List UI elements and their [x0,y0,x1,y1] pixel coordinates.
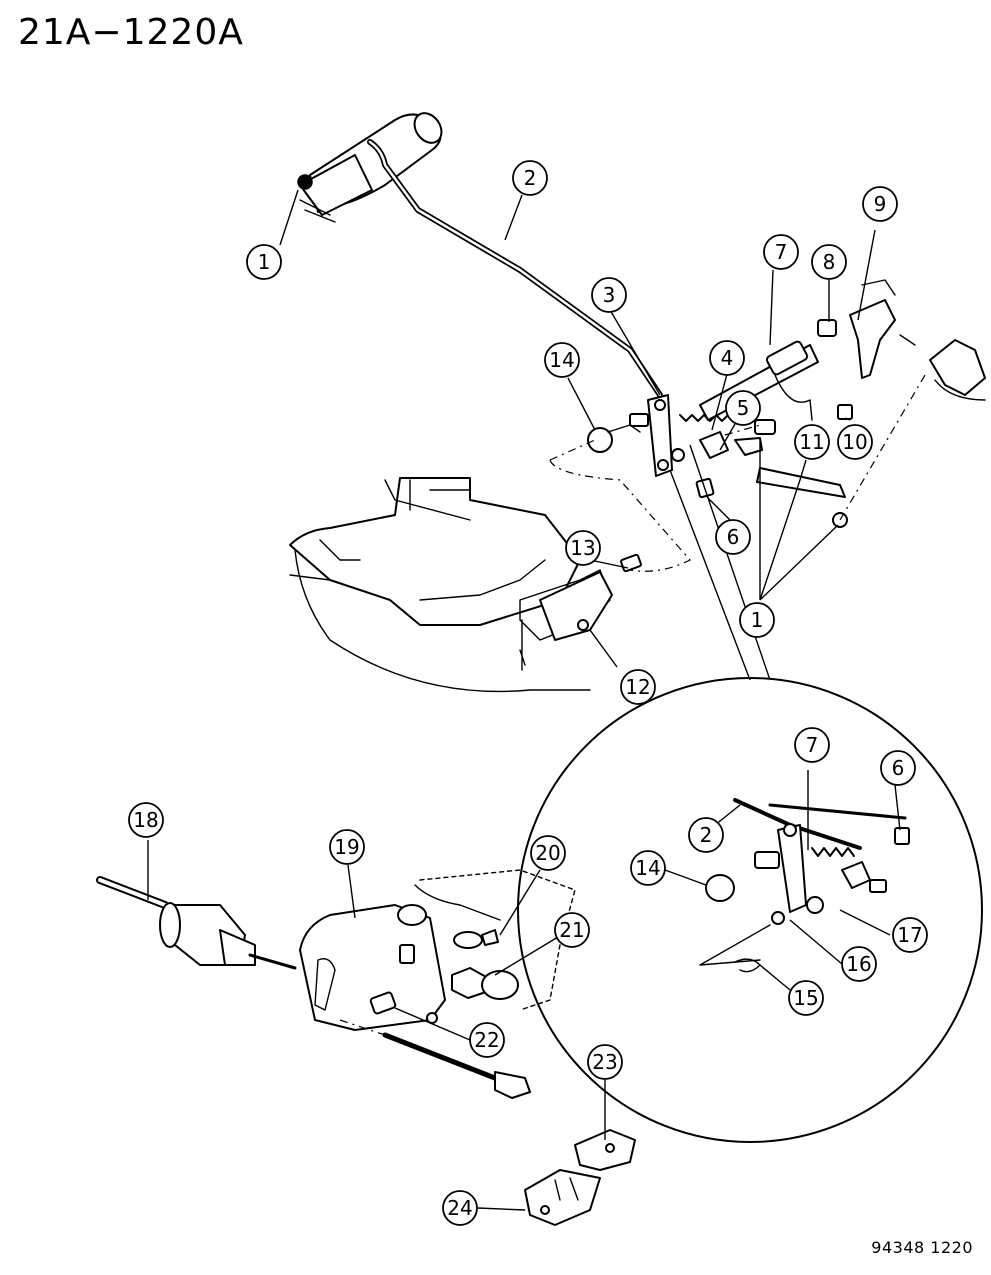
svg-text:7: 7 [775,240,788,264]
leader-lines [147,189,901,1211]
svg-text:3: 3 [603,283,616,307]
detail-callout-2: 2 [688,817,724,853]
svg-text:6: 6 [892,756,905,780]
nut [817,319,837,337]
callout-9: 9 [862,186,898,222]
svg-text:23: 23 [592,1050,617,1074]
callout-5: 5 [725,390,761,426]
callout-23: 23 [587,1044,623,1080]
callout-19: 19 [329,829,365,865]
svg-text:5: 5 [737,396,750,420]
svg-text:18: 18 [133,808,158,832]
callout-6: 6 [715,519,751,555]
spring [679,414,729,422]
callout-3: 3 [591,277,627,313]
callout-2: 2 [512,160,548,196]
svg-text:14: 14 [635,856,660,880]
svg-text:22: 22 [474,1028,499,1052]
callout-1: 1 [246,244,282,280]
detail-view-circle [517,677,983,1143]
svg-text:1: 1 [751,608,764,632]
callout-11: 11 [794,424,830,460]
svg-text:15: 15 [793,986,818,1010]
callout-7: 7 [763,234,799,270]
callout-1-group: 1 [739,602,775,638]
bushing [587,424,641,453]
svg-text:2: 2 [524,166,537,190]
callout-8: 8 [811,244,847,280]
callout-4: 4 [709,340,745,376]
cable-bracket [524,1169,601,1226]
callout-21: 21 [554,912,590,948]
svg-text:13: 13 [570,536,595,560]
svg-text:20: 20 [535,841,560,865]
svg-text:17: 17 [897,923,922,947]
svg-text:24: 24 [447,1196,472,1220]
callout-22: 22 [469,1022,505,1058]
detail-callout-7: 7 [794,727,830,763]
svg-text:2: 2 [700,823,713,847]
svg-text:8: 8 [823,250,836,274]
callout-24: 24 [442,1190,478,1226]
callout-18: 18 [128,802,164,838]
detail-callout-17: 17 [892,917,928,953]
link-rod [756,467,846,498]
svg-text:14: 14 [549,348,574,372]
svg-text:7: 7 [806,733,819,757]
bracket [849,299,896,379]
washer [453,931,483,949]
column-housing [297,112,443,223]
svg-text:19: 19 [334,835,359,859]
callout-10: 10 [837,424,873,460]
svg-text:4: 4 [721,346,734,370]
callout-14: 14 [544,342,580,378]
detail-assembly [699,798,910,973]
svg-text:11: 11 [799,430,824,454]
retainer-clip [574,1129,636,1171]
svg-text:21: 21 [559,918,584,942]
pedal-bracket [299,904,446,1031]
page-title: 21A−1220A [18,12,244,53]
lever-plate [647,394,673,477]
detail-callout-6: 6 [880,750,916,786]
svg-text:10: 10 [842,430,867,454]
callout-20: 20 [530,835,566,871]
callout-12: 12 [620,669,656,705]
bolt [620,553,642,573]
svg-text:9: 9 [874,192,887,216]
drawing-number: 94348 1220 [871,1238,973,1257]
callout-13: 13 [565,530,601,566]
detail-callout-15: 15 [788,980,824,1016]
svg-text:12: 12 [625,675,650,699]
detail-callout-16: 16 [841,946,877,982]
clutch-cable [96,876,297,970]
svg-text:6: 6 [727,525,740,549]
crossmember [289,477,611,693]
detail-callout-14: 14 [630,850,666,886]
mount-bracket [539,571,613,641]
svg-text:16: 16 [846,952,871,976]
svg-text:1: 1 [258,250,271,274]
